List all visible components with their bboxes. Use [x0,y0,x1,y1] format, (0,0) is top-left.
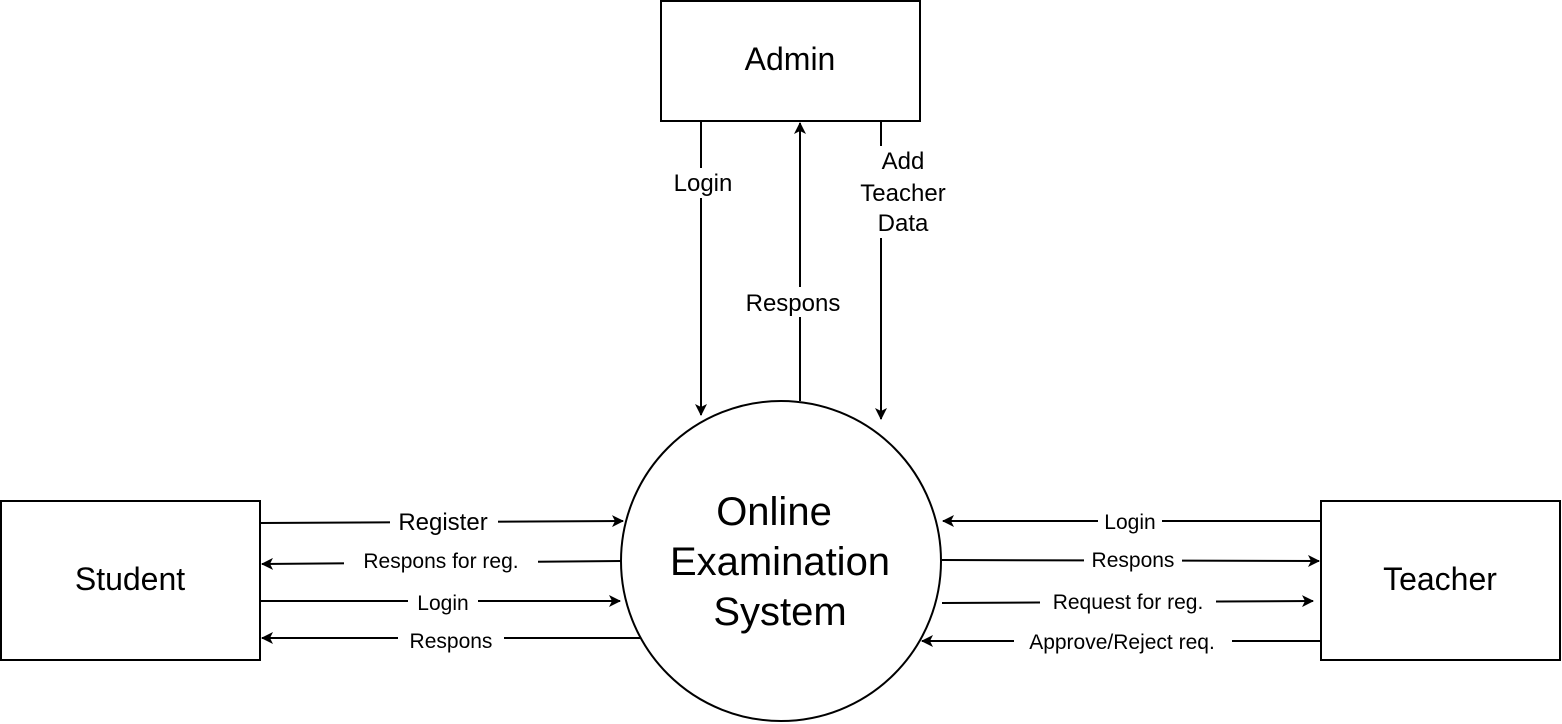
system-label-line-1: Online [716,490,832,534]
teacher-node: Teacher [1320,500,1561,661]
edge-teacher-approve-reject: Approve/Reject req. [921,629,1320,654]
edge-teacher-respons: Respons [941,548,1320,572]
edge-admin-login: Login [666,122,738,416]
edge-student-register: Register [260,508,624,536]
student-node: Student [0,500,261,661]
system-process: Online Examination System [620,400,942,722]
admin-node: Admin [660,0,921,122]
admin-label: Admin [745,41,836,77]
edge-admin-login-label: Login [674,170,733,197]
edge-student-respons-label: Respons [410,630,493,653]
system-label-line-2: Examination [670,540,890,584]
edge-admin-respons-label: Respons [746,290,841,317]
edge-teacher-login: Login [942,510,1320,534]
system-label-line-3: System [713,590,846,634]
edge-teacher-request-for-reg: Request for reg. [941,590,1314,614]
edge-teacher-request-for-reg-label: Request for reg. [1053,591,1204,614]
edge-student-register-label: Register [398,509,487,536]
edge-student-login-label: Login [417,592,468,615]
edge-teacher-login-label: Login [1104,511,1155,534]
edge-admin-add-teacher-data: Add Teacher Data [855,122,951,420]
edge-student-respons-for-reg-label: Respons for reg. [363,550,518,573]
edge-admin-add-teacher-label-2: Teacher [860,180,945,207]
teacher-label: Teacher [1383,561,1497,597]
edge-admin-add-teacher-label-1: Add [882,148,925,175]
edge-student-respons: Respons [261,626,640,653]
edge-student-login: Login [261,590,621,615]
edge-student-respons-for-reg: Respons for reg. [261,548,622,574]
edge-teacher-approve-reject-label: Approve/Reject req. [1029,631,1215,654]
edge-admin-respons: Respons [737,122,849,401]
student-label: Student [75,561,185,597]
edge-teacher-respons-label: Respons [1092,549,1175,572]
edge-admin-add-teacher-label-3: Data [878,210,929,237]
